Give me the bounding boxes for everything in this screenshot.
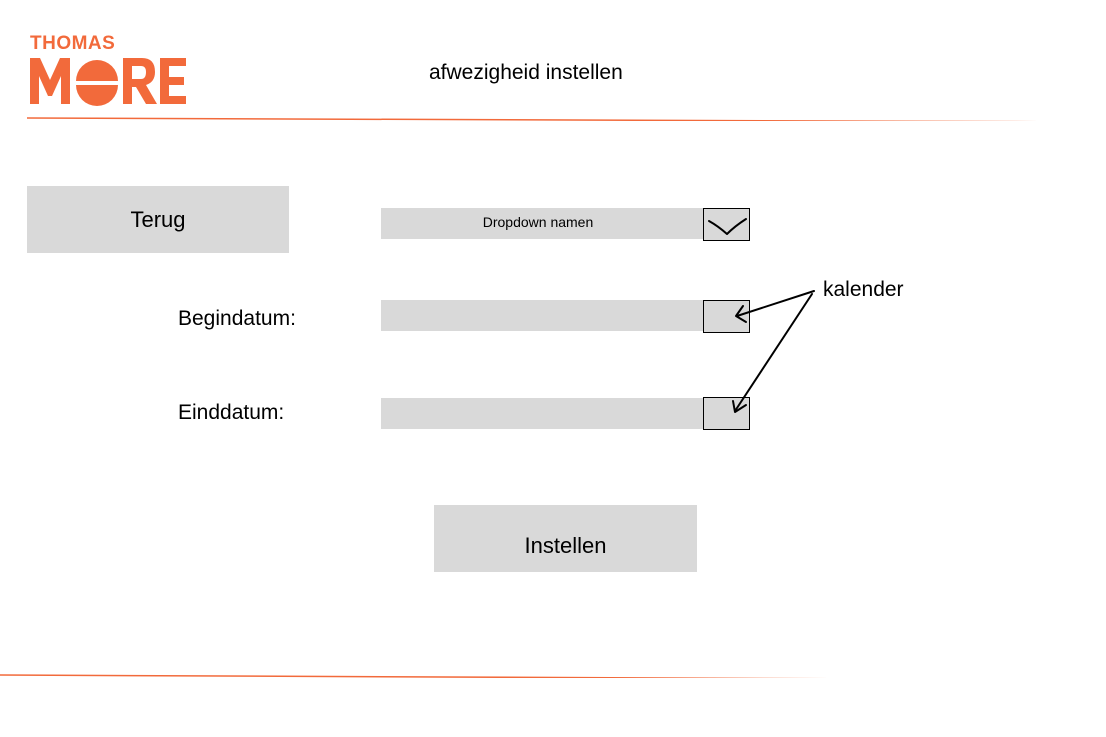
- submit-button[interactable]: Instellen: [434, 505, 697, 572]
- end-date-label: Einddatum:: [178, 401, 285, 424]
- page-title: afwezigheid instellen: [429, 61, 623, 84]
- start-date-calendar-button[interactable]: [703, 300, 750, 333]
- start-date-label: Begindatum:: [178, 307, 296, 330]
- name-dropdown[interactable]: Dropdown namen: [381, 208, 703, 239]
- start-date-input[interactable]: [381, 300, 703, 331]
- dropdown-toggle-button[interactable]: [703, 208, 750, 241]
- header-divider: [26, 117, 1039, 121]
- dropdown-value: Dropdown namen: [482, 214, 594, 230]
- thomas-more-logo: THOMAS: [28, 34, 188, 108]
- logo-wordmark: [30, 58, 186, 106]
- back-button[interactable]: Terug: [27, 186, 289, 253]
- logo-text-top: THOMAS: [30, 33, 116, 54]
- chevron-down-icon: [708, 218, 747, 235]
- end-date-input[interactable]: [381, 398, 703, 429]
- calendar-annotation: kalender: [823, 278, 904, 301]
- footer-divider: [0, 674, 830, 678]
- end-date-calendar-button[interactable]: [703, 397, 750, 430]
